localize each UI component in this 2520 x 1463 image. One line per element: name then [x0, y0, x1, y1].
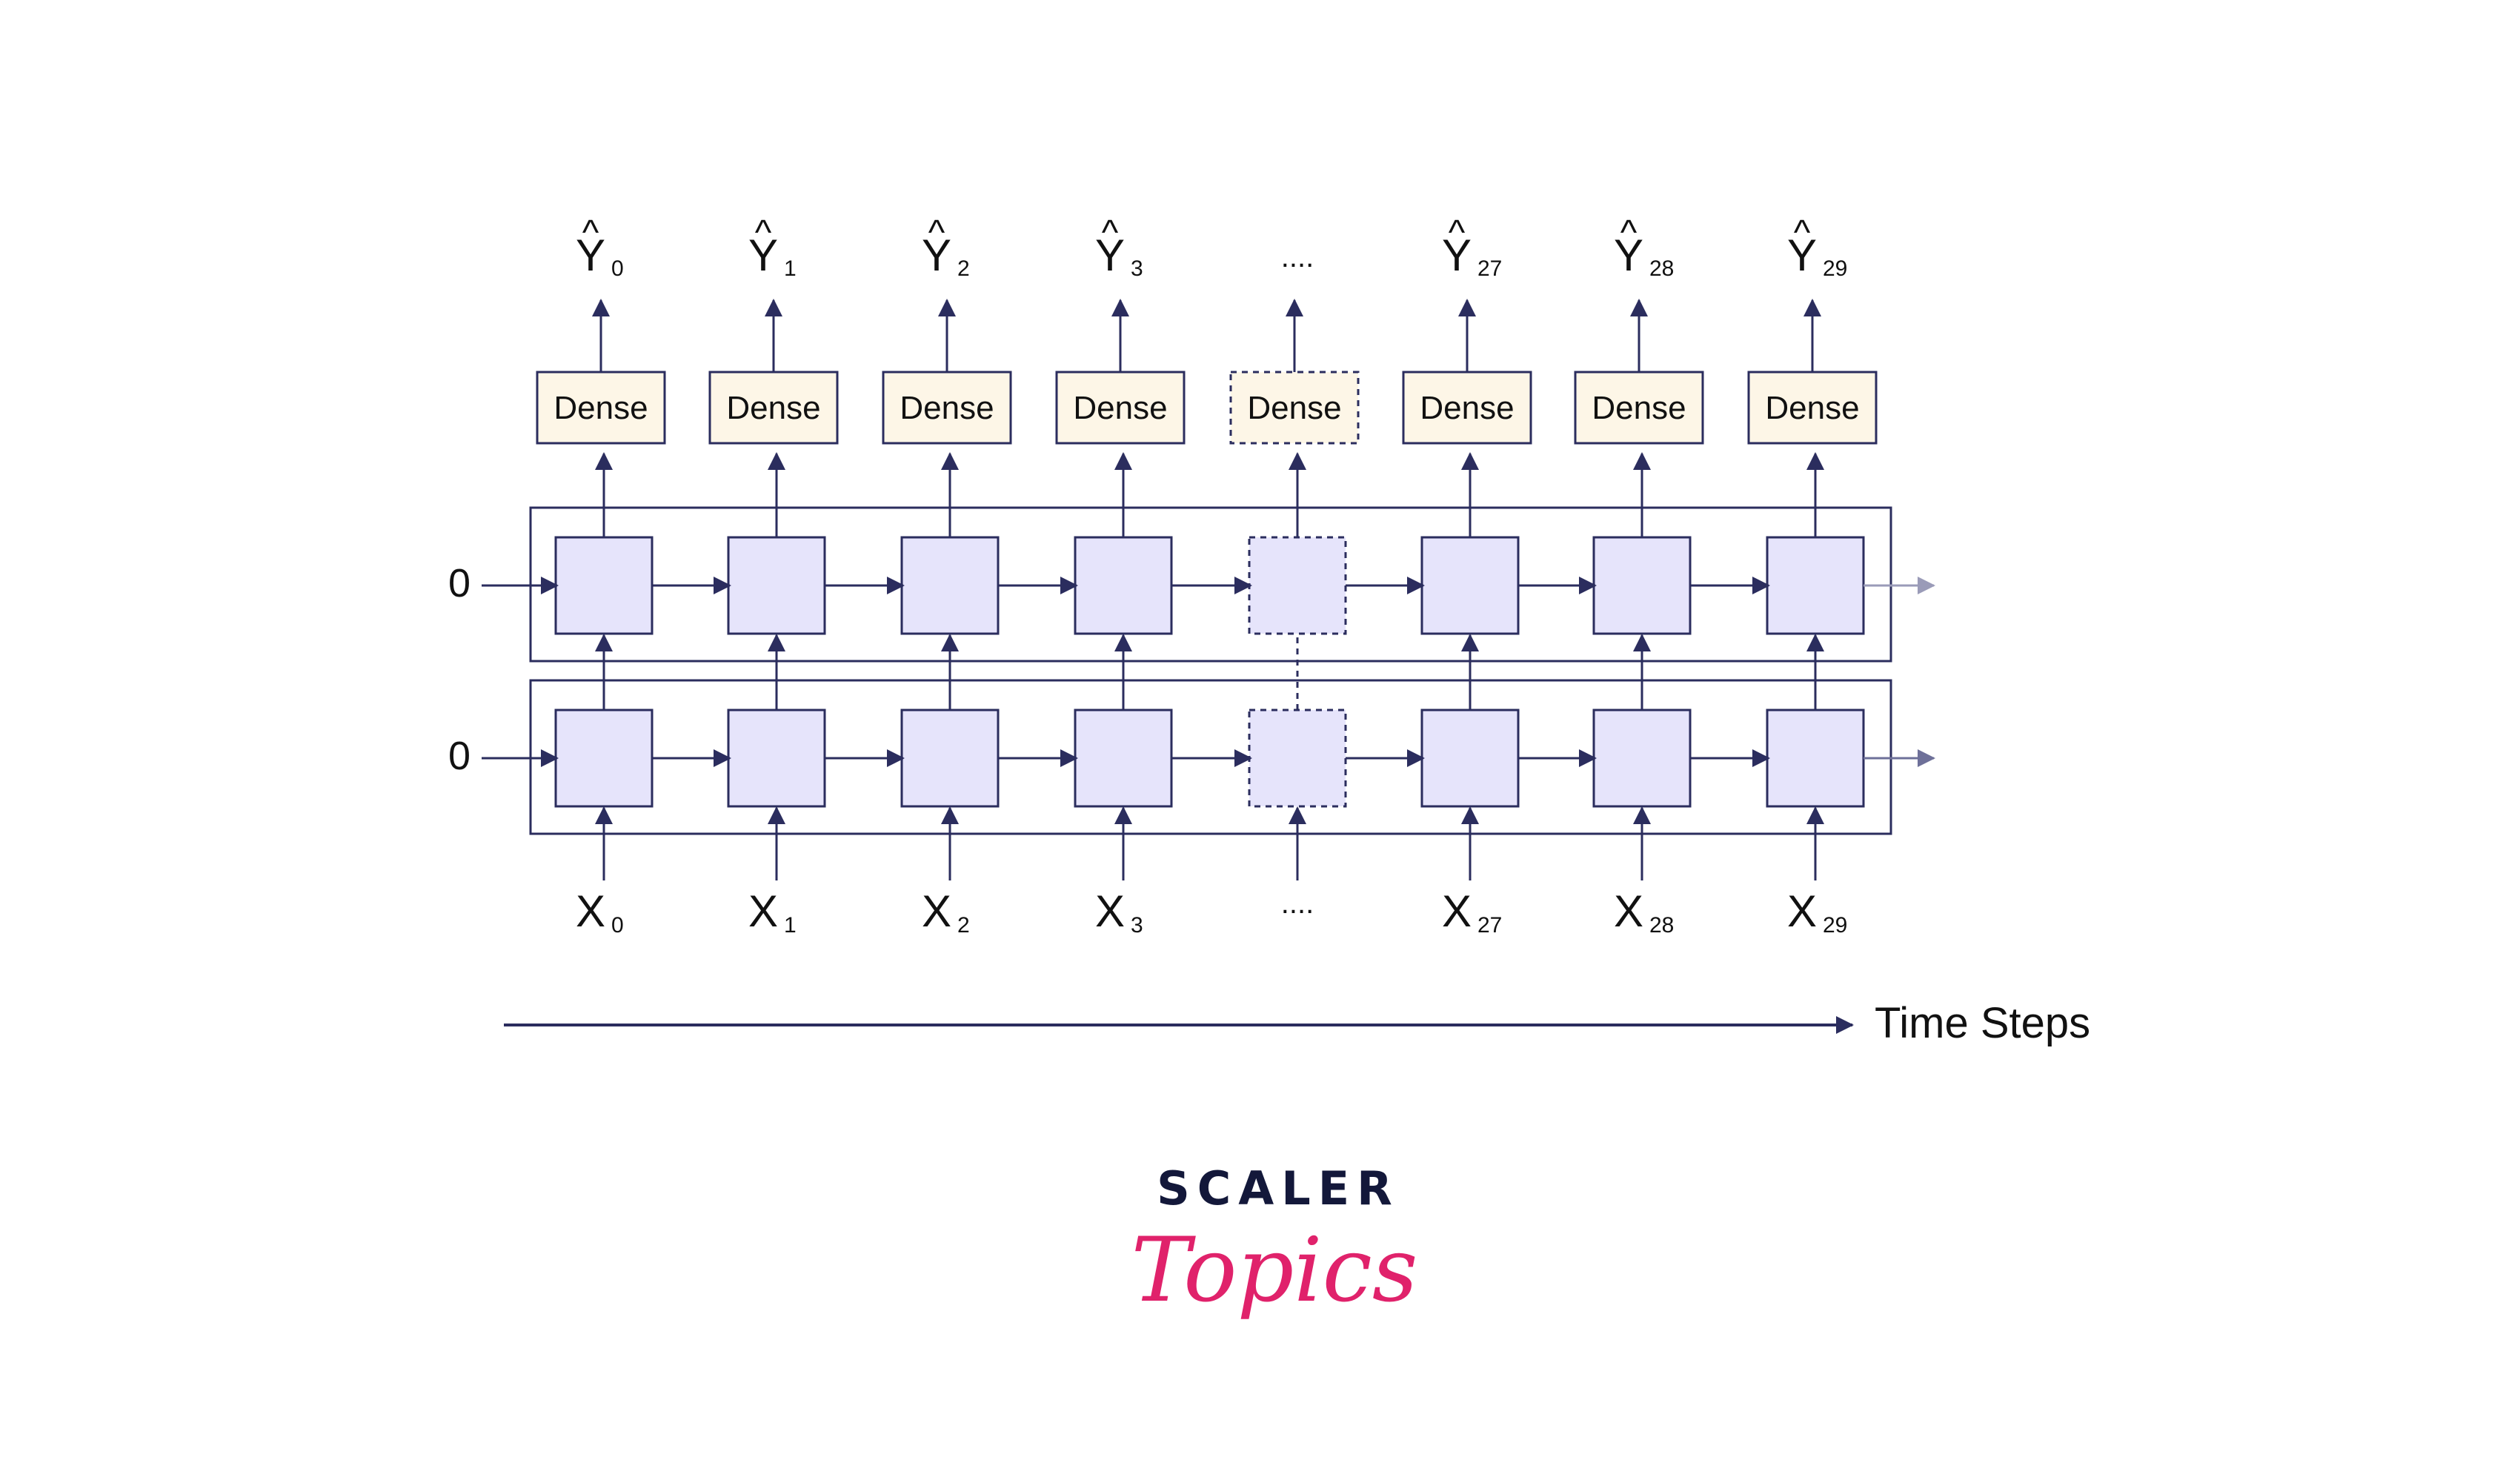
rnn-cell-layer-1 [1074, 709, 1173, 808]
dense-box [1402, 371, 1532, 445]
dense-label: Dense [1592, 390, 1686, 426]
time-axis-label: Time Steps [1875, 999, 2090, 1047]
output-ellipsis: .... [1281, 241, 1314, 273]
rnn-cell-layer-1 [554, 709, 654, 808]
output-hat: ^ [582, 213, 599, 253]
input-subscript: 3 [1131, 913, 1143, 938]
input-subscript: 0 [611, 913, 624, 938]
output-subscript: 1 [784, 256, 797, 281]
input-label: X [1614, 886, 1643, 936]
rnn-cell-layer-1 [1420, 709, 1520, 808]
rnn-cell-layer-1 [1592, 709, 1692, 808]
output-label: Y [748, 230, 778, 280]
dense-box [1229, 371, 1360, 445]
output-subscript: 2 [957, 256, 970, 281]
output-hat: ^ [1620, 213, 1638, 253]
input-subscript: 2 [957, 913, 970, 938]
input-ellipsis: .... [1281, 887, 1314, 920]
initial-state-label-bottom: 0 [448, 734, 471, 778]
input-label: X [1442, 886, 1472, 936]
input-label: X [1095, 886, 1125, 936]
dense-label: Dense [726, 390, 820, 426]
dense-box [882, 371, 1012, 445]
output-hat: ^ [755, 213, 772, 253]
rnn-cell-layer-1 [727, 709, 826, 808]
output-label: Y [1614, 230, 1643, 280]
output-hat: ^ [928, 213, 945, 253]
dense-label: Dense [553, 390, 648, 426]
logo-topics-text: Topics [1131, 1219, 1418, 1322]
dense-label: Dense [1073, 390, 1167, 426]
input-subscript: 27 [1477, 913, 1502, 938]
rnn-cell-layer-2 [727, 536, 826, 635]
input-subscript: 28 [1649, 913, 1674, 938]
output-subscript: 27 [1477, 256, 1502, 281]
dense-label: Dense [900, 390, 994, 426]
output-label: Y [576, 230, 605, 280]
output-subscript: 28 [1649, 256, 1674, 281]
output-hat: ^ [1449, 213, 1466, 253]
output-label: Y [1787, 230, 1817, 280]
dense-box [1574, 371, 1704, 445]
output-label: Y [1442, 230, 1472, 280]
dense-box [708, 371, 839, 445]
input-label: X [748, 886, 778, 936]
rnn-cell-layer-2 [554, 536, 654, 635]
output-label: Y [922, 230, 951, 280]
input-label: X [922, 886, 951, 936]
input-subscript: 29 [1823, 913, 1847, 938]
rnn-cell-layer-2 [1592, 536, 1692, 635]
rnn-cell-layer-1 [1766, 709, 1865, 808]
logo-scaler-text: SCALER [1157, 1161, 1400, 1215]
rnn-cell-layer-2 [1248, 536, 1347, 635]
output-hat: ^ [1102, 213, 1119, 253]
rnn-cell-layer-2 [1074, 536, 1173, 635]
dense-label: Dense [1247, 390, 1341, 426]
rnn-cell-layer-2 [1420, 536, 1520, 635]
output-subscript: 29 [1823, 256, 1847, 281]
output-subscript: 0 [611, 256, 624, 281]
rnn-cell-layer-1 [900, 709, 1000, 808]
dense-label: Dense [1420, 390, 1514, 426]
initial-state-label-top: 0 [448, 561, 471, 606]
rnn-cell-layer-2 [1766, 536, 1865, 635]
output-label: Y [1095, 230, 1125, 280]
output-subscript: 3 [1131, 256, 1143, 281]
scaler-topics-logo: SCALER Topics [1131, 1161, 1418, 1322]
rnn-cell-layer-1 [1248, 709, 1347, 808]
dense-box [536, 371, 666, 445]
output-hat: ^ [1794, 213, 1811, 253]
input-label: X [1787, 886, 1817, 936]
dense-label: Dense [1765, 390, 1859, 426]
input-subscript: 1 [784, 913, 797, 938]
dense-box [1055, 371, 1186, 445]
rnn-cell-layer-2 [900, 536, 1000, 635]
input-label: X [576, 886, 605, 936]
